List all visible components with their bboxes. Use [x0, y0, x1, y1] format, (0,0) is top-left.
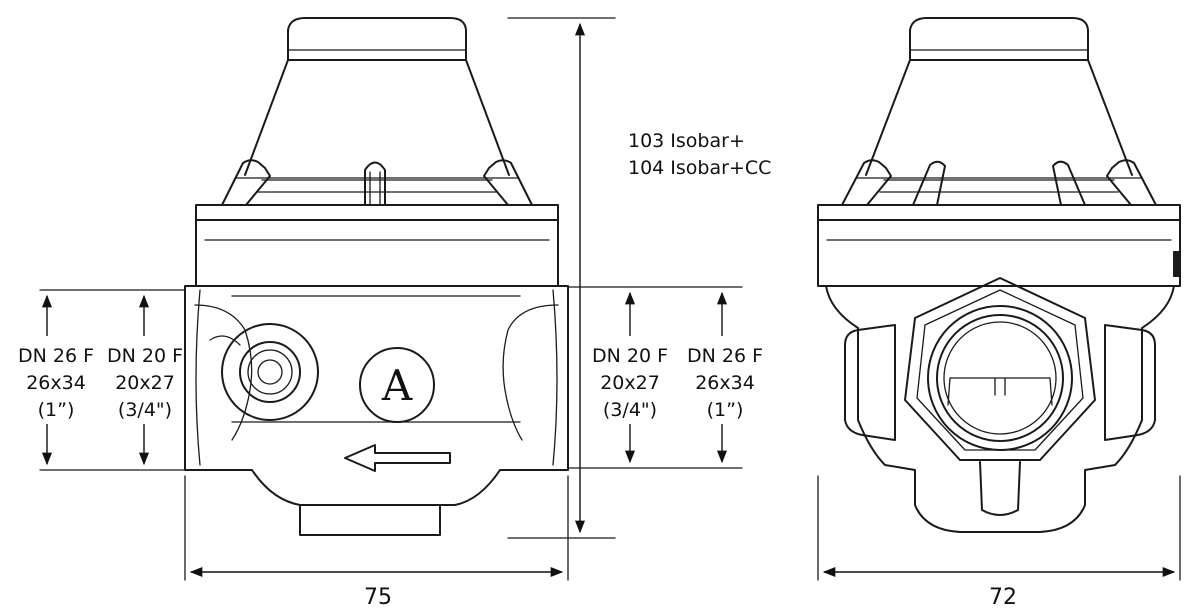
logo-letter: A: [381, 361, 413, 410]
valve-front-view: [817, 17, 1181, 533]
inner-left-inch: (3/4"): [118, 399, 172, 421]
inner-left-size: 20x27: [115, 372, 175, 394]
outer-right-dn: DN 26 F: [687, 345, 763, 367]
width-dim-75: 75: [364, 585, 392, 610]
right-view-dimensions: 72: [817, 475, 1181, 610]
inner-right-dn: DN 20 F: [592, 345, 668, 367]
inner-right-inch: (3/4"): [603, 399, 657, 421]
valve-side-view: A: [184, 17, 569, 536]
width-dim-72: 72: [989, 585, 1017, 610]
left-view-dimensions: [39, 17, 743, 581]
left-view-labels: 103 Isobar+ 104 Isobar+CC DN 26 F 26x34 …: [18, 130, 771, 610]
model-label-104: 104 Isobar+CC: [628, 157, 771, 179]
inner-left-dn: DN 20 F: [107, 345, 183, 367]
inner-right-size: 20x27: [600, 372, 660, 394]
model-label-103: 103 Isobar+: [628, 130, 745, 152]
outer-left-dn: DN 26 F: [18, 345, 94, 367]
outer-left-size: 26x34: [26, 372, 86, 394]
outer-right-size: 26x34: [695, 372, 755, 394]
outer-right-inch: (1”): [707, 399, 744, 421]
outer-left-inch: (1”): [38, 399, 75, 421]
